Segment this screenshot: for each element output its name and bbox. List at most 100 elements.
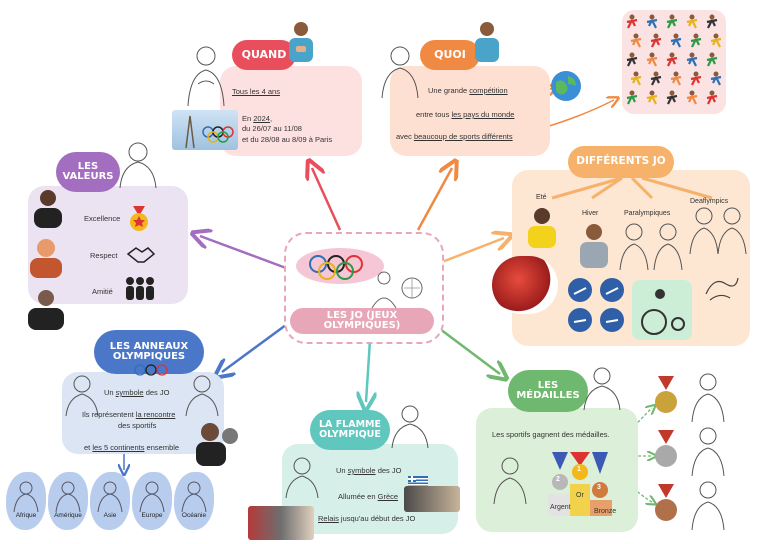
athlete-head [653, 71, 659, 77]
signer-sketch-medal-1-icon [691, 427, 725, 477]
quoi-panel [390, 66, 550, 156]
athlete-body [630, 37, 642, 48]
athlete-body [686, 56, 698, 67]
athlete-body [626, 56, 638, 67]
signer-sketch-medal-0-icon [691, 373, 725, 423]
athlete-head [649, 14, 655, 20]
athlete-body [646, 56, 658, 67]
rank-1: 1 [577, 466, 581, 473]
continent-label: Asie [103, 512, 117, 519]
athlete-body [706, 18, 718, 29]
athlete-head [673, 33, 679, 39]
athlete-body [650, 37, 662, 48]
valeur-respect-label: Respect [90, 251, 118, 260]
continent-tile-0: Afrique [6, 472, 46, 530]
small-rings-icon [134, 364, 168, 376]
continent-tile-1: Amérique [48, 472, 88, 530]
athlete-body [710, 37, 722, 48]
signer-sketch-flamme2-icon [285, 457, 319, 499]
athlete-body [666, 94, 678, 105]
globe-icon [551, 71, 581, 101]
jo-paralympiques-label: Paralympiques [624, 210, 671, 217]
continent-tile-3: Europe [132, 472, 172, 530]
athlete-head [653, 33, 659, 39]
quand-line3: du 26/07 au 11/08 [242, 124, 302, 133]
athlete-head [633, 71, 639, 77]
athlete-body [630, 75, 642, 86]
arrow-medailles [435, 325, 500, 374]
quand-panel [220, 66, 362, 156]
gold-medal-icon [655, 376, 677, 413]
arrow-flamme [366, 339, 370, 402]
podium-icon [548, 452, 612, 516]
athlete-body [626, 94, 638, 105]
differents-panel [512, 170, 750, 346]
athlete-body [706, 94, 718, 105]
athlete-body [686, 94, 698, 105]
silver-medal-icon [655, 430, 677, 467]
signer-hiver-icon [580, 224, 608, 268]
arrow-quand [312, 168, 342, 231]
podium-or-label: Or [576, 492, 584, 499]
continent-label: Océanie [181, 512, 207, 519]
athlete-head [713, 71, 719, 77]
continent-map-icon [139, 481, 165, 513]
anneaux-line1: Un symbole des JO [104, 388, 170, 397]
athlete-head [629, 52, 635, 58]
quand-line1: Tous les 4 ans [232, 87, 280, 96]
arrow-differents [441, 238, 504, 264]
medailles-line1: Les sportifs gagnent des médailles. [492, 430, 610, 439]
arrow-valeurs [200, 236, 287, 270]
athlete-head [689, 52, 695, 58]
signer-quoi-icon [475, 22, 499, 62]
signer-sketch-anneaux-icon [65, 375, 99, 417]
athlete-body [666, 18, 678, 29]
continent-map-icon [97, 481, 123, 513]
anneaux-line2: Ils représentent la rencontre [82, 410, 176, 419]
anneaux-panel [62, 372, 224, 454]
signer-amitie-icon [28, 290, 64, 330]
athlete-body [690, 37, 702, 48]
signer-respect-icon [30, 239, 62, 278]
jo-hiver-label: Hiver [582, 210, 599, 217]
athlete-head [693, 71, 699, 77]
athlete-head [669, 14, 675, 20]
athlete-head [633, 33, 639, 39]
continent-tile-4: Océanie [174, 472, 214, 530]
summer-sports-photo [492, 256, 558, 314]
rank-2: 2 [556, 476, 560, 483]
quoi-line3: avec beaucoup de sports différents [396, 132, 513, 141]
signer-sketch-flamme-icon [391, 405, 429, 449]
athlete-head [669, 90, 675, 96]
athlete-body [706, 56, 718, 67]
signer-sketch-medailles2-icon [493, 457, 527, 505]
winter-sports-icons [568, 278, 624, 332]
continent-label: Amérique [54, 512, 82, 519]
athlete-body [626, 18, 638, 29]
signer-sketch-medailles-icon [583, 367, 621, 411]
jo-deaflympics-label: Deaflympics [690, 198, 729, 205]
athlete-body [650, 75, 662, 86]
arrow-medal-3 [625, 481, 652, 502]
athlete-body [670, 37, 682, 48]
athlete-body [670, 75, 682, 86]
signer-excellence-icon [34, 190, 62, 228]
athlete-head [649, 90, 655, 96]
signer-sketch-deaf-icon [689, 207, 747, 255]
signer-sketch-valeurs-icon [119, 142, 157, 189]
flamme-line3: Relais jusqu'au début des JO [318, 514, 416, 523]
athlete-head [669, 52, 675, 58]
sign-hands-icon [705, 277, 739, 301]
medal-ribbon-icon [130, 206, 148, 231]
athlete-head [693, 33, 699, 39]
athlete-head [689, 90, 695, 96]
flamme-line2: Allumée en Grèce [338, 492, 399, 501]
continent-map-icon [181, 481, 207, 513]
arrow-anneaux [222, 320, 291, 372]
podium-bronze-label: Bronze [594, 508, 617, 515]
athlete-head [673, 71, 679, 77]
